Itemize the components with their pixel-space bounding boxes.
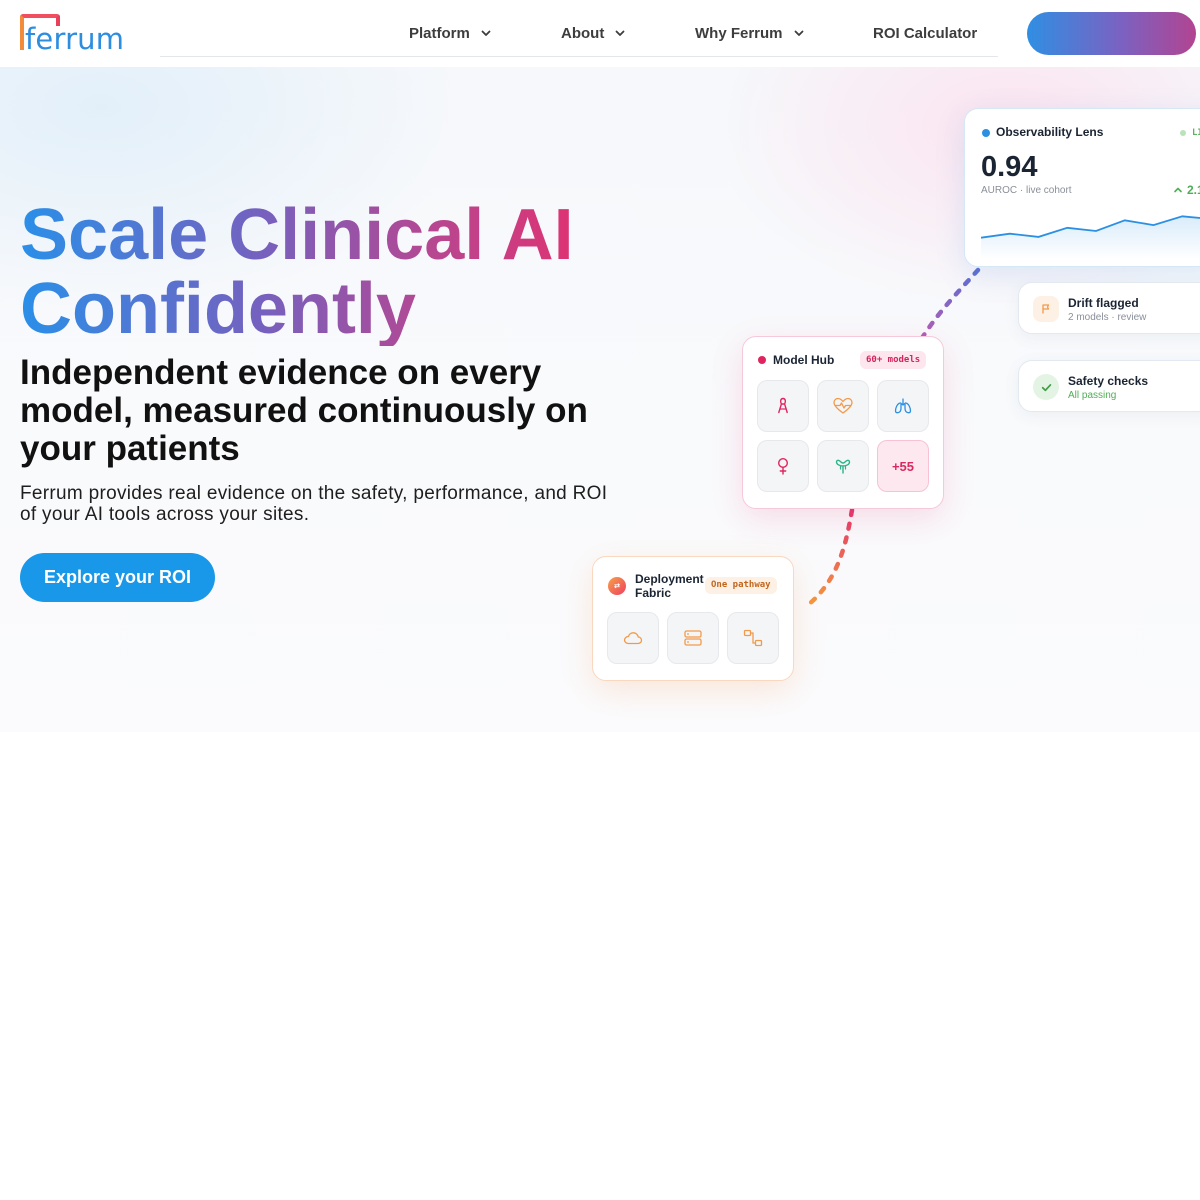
- headline-line-2: Confidently: [20, 269, 416, 349]
- logo-bracket-mark: [20, 14, 60, 54]
- drift-flagged-card[interactable]: Drift flagged 2 models · review: [1018, 282, 1200, 334]
- status-dot: [758, 356, 766, 364]
- cloud-icon: [623, 632, 643, 645]
- sparkline-chart: [981, 215, 1200, 259]
- nav-item-platform[interactable]: Platform: [409, 22, 492, 44]
- integration-icon: [743, 629, 763, 647]
- deployment-tile-cloud[interactable]: [607, 612, 659, 664]
- flag-icon: [1033, 296, 1059, 322]
- model-tile[interactable]: [817, 440, 869, 492]
- arrow-up-icon: [1174, 187, 1182, 193]
- card-title: Safety checks: [1068, 374, 1149, 388]
- chevron-down-icon: [481, 30, 491, 36]
- nav-cta-button[interactable]: [1027, 12, 1196, 55]
- nav-item-label: About: [561, 24, 605, 42]
- exchange-icon: ⇄: [608, 577, 626, 595]
- more-models-tile[interactable]: +55: [877, 440, 929, 492]
- logo-wordmark: ferrum: [25, 22, 125, 56]
- top-nav: ferrum Platform About Why Ferrum ROI Cal…: [0, 0, 1200, 67]
- nav-divider: [160, 56, 998, 57]
- ribbon-icon: [778, 397, 788, 414]
- hero-subhead: Independent evidence on every model, mea…: [20, 353, 588, 468]
- metric-delta: 2.1: [1173, 183, 1200, 197]
- model-tile[interactable]: [757, 380, 809, 432]
- observability-lens-card[interactable]: Observability Lens LI 0.94 AUROC · live …: [964, 108, 1200, 267]
- nav-item-about[interactable]: About: [561, 22, 626, 44]
- deployment-fabric-card[interactable]: ⇄ Deployment Fabric One pathway: [592, 556, 794, 681]
- explore-roi-button[interactable]: Explore your ROI: [20, 553, 215, 602]
- card-subtitle: 2 models · review: [1068, 312, 1147, 323]
- hero-description: Ferrum provides real evidence on the saf…: [20, 483, 608, 525]
- model-tile[interactable]: [757, 440, 809, 492]
- chevron-down-icon: [615, 30, 625, 36]
- card-subtitle: All passing: [1068, 390, 1117, 401]
- nav-item-label: ROI Calculator: [873, 24, 978, 42]
- card-title: Observability Lens: [996, 125, 1104, 139]
- nav-item-why-ferrum[interactable]: Why Ferrum: [695, 22, 805, 44]
- sparkline-line: [981, 215, 1200, 239]
- card-title: Model Hub: [773, 353, 835, 367]
- metric-value: 0.94: [981, 151, 1038, 183]
- female-icon: [777, 457, 789, 475]
- pathway-badge: One pathway: [705, 577, 777, 594]
- status-dot: [982, 129, 990, 137]
- server-icon: [684, 630, 702, 646]
- models-count-badge: 60+ models: [860, 351, 927, 369]
- metric-subtitle: AUROC · live cohort: [981, 185, 1072, 196]
- hero-headline: Scale Clinical AI Confidently: [20, 198, 620, 346]
- card-title: Drift flagged: [1068, 296, 1139, 310]
- uterus-icon: [835, 459, 851, 474]
- delta-value: 2.1: [1187, 183, 1200, 197]
- deployment-tile-server[interactable]: [667, 612, 719, 664]
- check-icon: [1033, 374, 1059, 400]
- deployment-tile-integration[interactable]: [727, 612, 779, 664]
- nav-item-label: Why Ferrum: [695, 24, 783, 42]
- nav-item-label: Platform: [409, 24, 470, 42]
- card-title: Deployment Fabric: [635, 572, 704, 600]
- live-dot-icon: [1180, 130, 1186, 136]
- ferrum-logo[interactable]: ferrum: [20, 14, 125, 56]
- model-tile[interactable]: [817, 380, 869, 432]
- safety-checks-card[interactable]: Safety checks All passing: [1018, 360, 1200, 412]
- sparkline-area: [981, 216, 1200, 259]
- live-indicator: LI: [1180, 128, 1200, 138]
- model-hub-card[interactable]: Model Hub 60+ models +55: [742, 336, 944, 509]
- chevron-down-icon: [794, 30, 803, 36]
- nav-item-roi-calculator[interactable]: ROI Calculator: [873, 22, 977, 44]
- model-tile[interactable]: [877, 380, 929, 432]
- live-label: LI: [1192, 128, 1200, 138]
- headline-line-1: Scale Clinical AI: [20, 195, 574, 275]
- lungs-icon: [894, 398, 912, 414]
- heartbeat-icon: [833, 397, 853, 414]
